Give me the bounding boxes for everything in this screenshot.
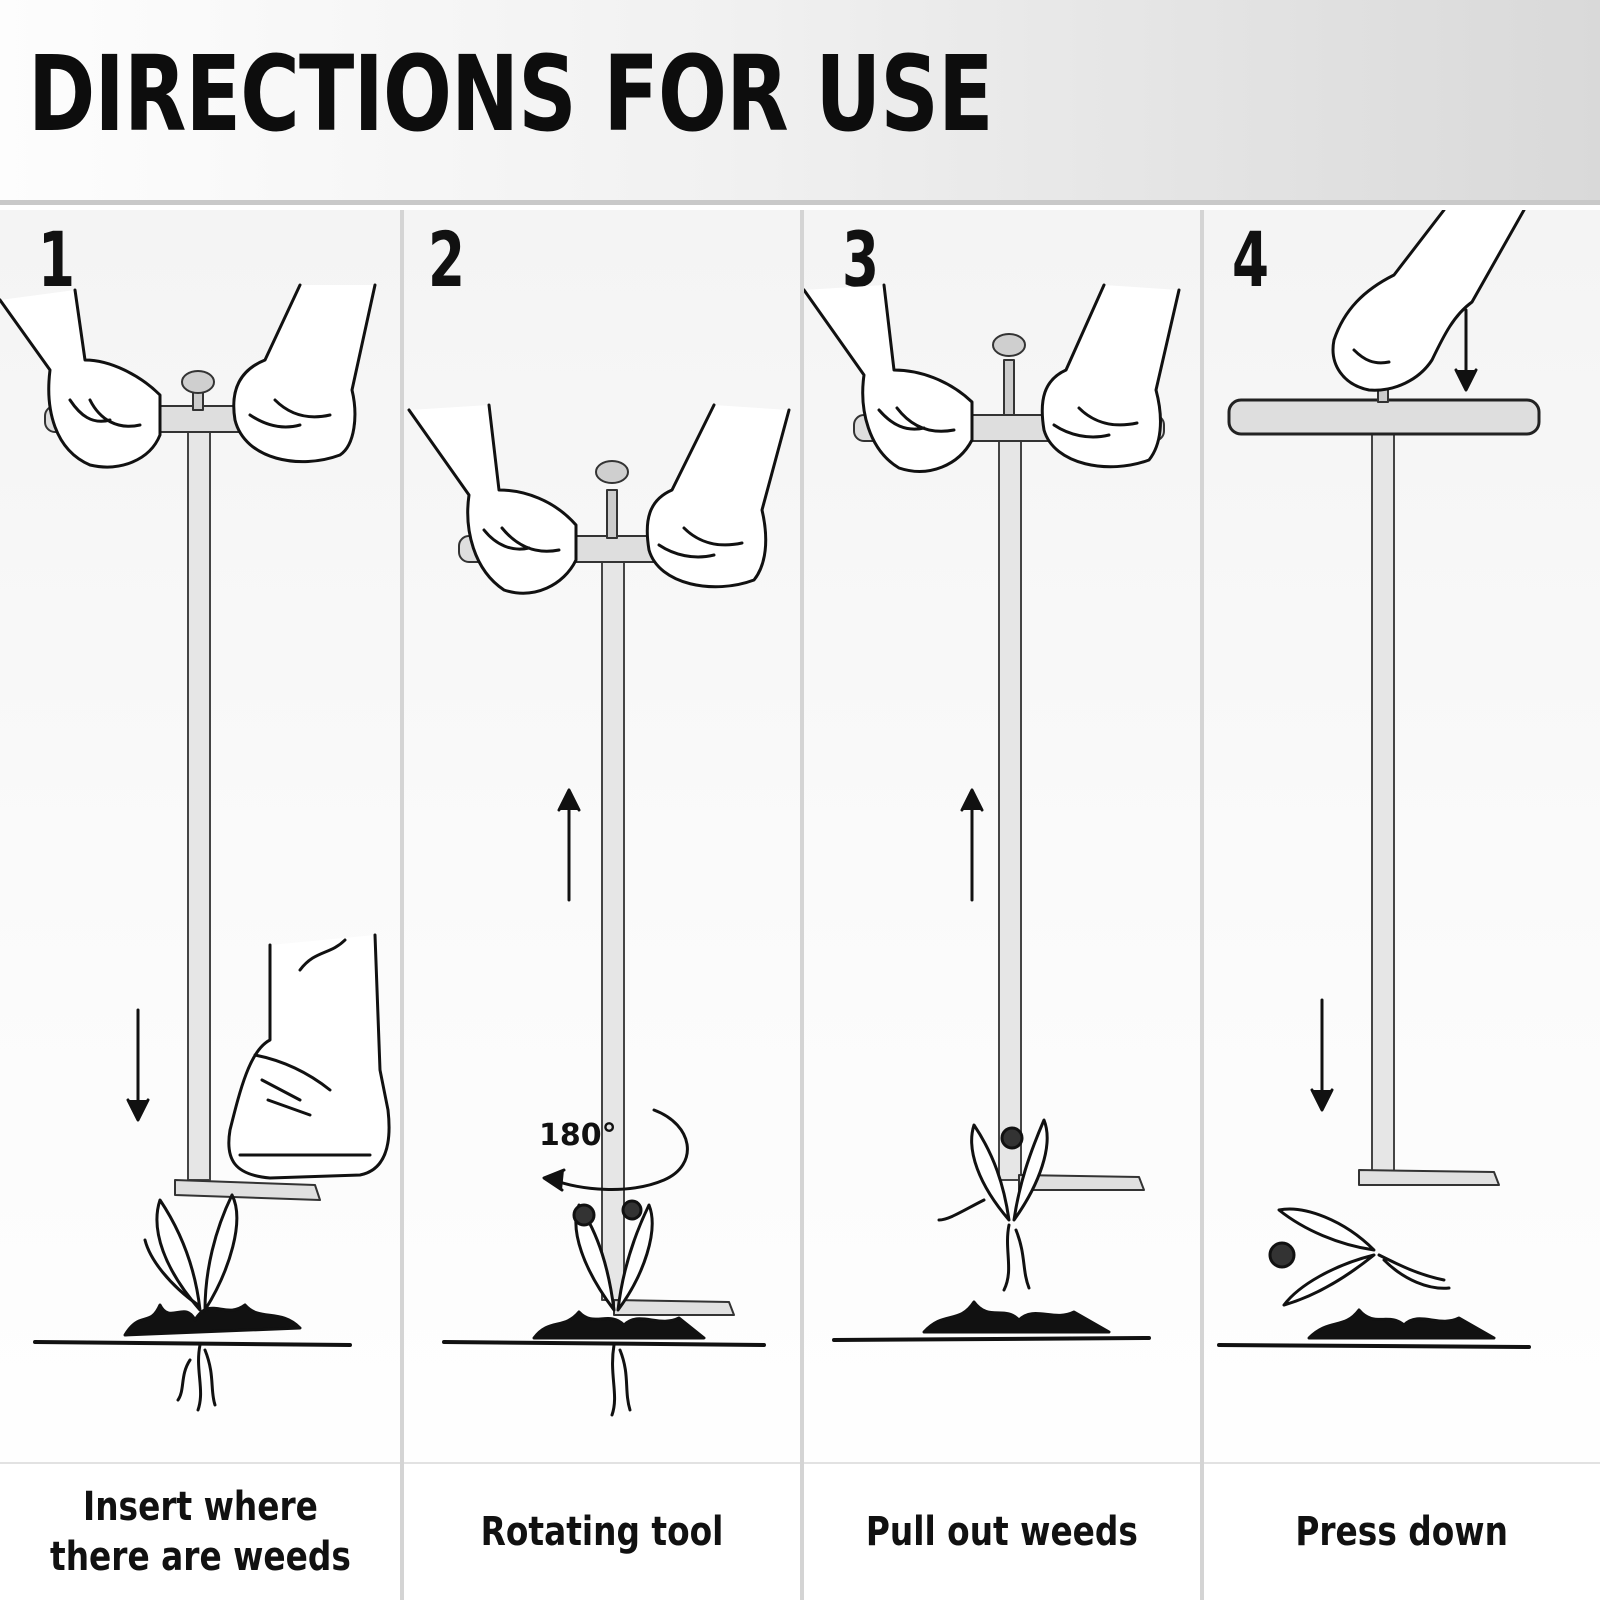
caption-area: Pull out weeds	[804, 1462, 1200, 1600]
step-number: 1	[38, 215, 76, 304]
step-number: 4	[1232, 215, 1270, 304]
step-3-illustration	[804, 283, 1181, 1342]
step-number: 2	[428, 215, 466, 304]
step-caption: Insert where there are weeds	[49, 1484, 351, 1580]
step-panel-1: 1	[0, 210, 400, 1600]
step-panel-4: 4	[1200, 210, 1600, 1600]
step-1-illustration	[0, 283, 391, 1412]
step-4-illustration	[1217, 210, 1541, 1349]
caption-area: Rotating tool	[404, 1462, 800, 1600]
step-2-illustration: 180°	[407, 403, 791, 1417]
caption-area: Press down	[1204, 1462, 1600, 1600]
caption-area: Insert where there are weeds	[0, 1462, 400, 1600]
rotation-label: 180°	[539, 1118, 617, 1153]
step-caption: Pull out weeds	[865, 1509, 1139, 1555]
step-caption: Press down	[1295, 1509, 1509, 1555]
steps-row: 1	[0, 210, 1600, 1600]
header-banner: DIRECTIONS FOR USE	[0, 0, 1600, 205]
page-title: DIRECTIONS FOR USE	[28, 33, 993, 155]
step-panel-3: 3	[800, 210, 1200, 1600]
step-caption: Rotating tool	[480, 1509, 724, 1555]
step-panel-2: 2	[400, 210, 800, 1600]
